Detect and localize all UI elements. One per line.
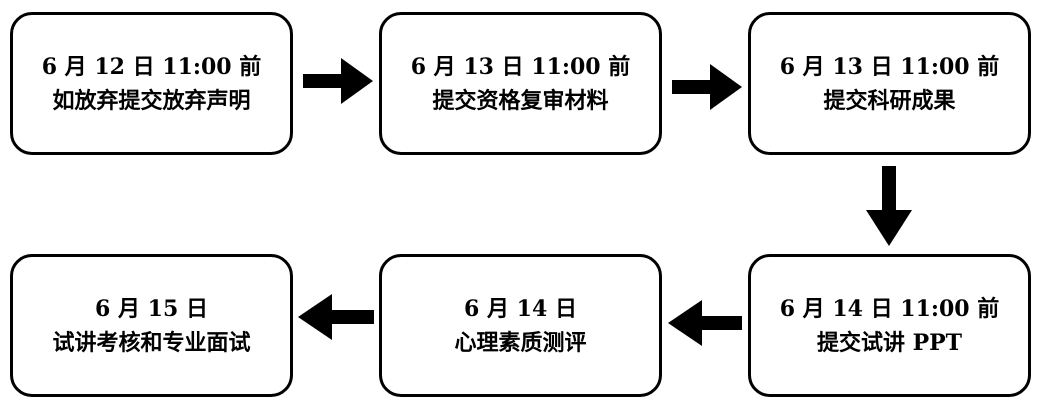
step-date: 6 月 13 日 11:00 前 — [410, 53, 631, 80]
step-date: 6 月 14 日 11:00 前 — [779, 295, 1000, 322]
step-date: 6 月 14 日 — [464, 295, 577, 322]
step-task: 提交科研成果 — [823, 87, 956, 114]
step-date: 6 月 12 日 11:00 前 — [41, 53, 262, 80]
step-box-qualification-review: 6 月 13 日 11:00 前 提交资格复审材料 — [379, 12, 662, 155]
arrow-right-icon — [672, 64, 742, 110]
step-task: 提交资格复审材料 — [432, 87, 609, 114]
step-task: 试讲考核和专业面试 — [52, 329, 251, 356]
arrow-right-icon — [303, 58, 373, 104]
step-task: 如放弃提交放弃声明 — [52, 87, 251, 114]
arrow-left-icon — [298, 294, 374, 340]
step-date: 6 月 15 日 — [95, 295, 208, 322]
step-box-withdrawal-statement: 6 月 12 日 11:00 前 如放弃提交放弃声明 — [10, 12, 293, 155]
step-date: 6 月 13 日 11:00 前 — [779, 53, 1000, 80]
step-box-psychological-assessment: 6 月 14 日 心理素质测评 — [379, 254, 662, 397]
step-box-trial-lecture-ppt: 6 月 14 日 11:00 前 提交试讲 PPT — [748, 254, 1031, 397]
step-task: 提交试讲 PPT — [816, 329, 963, 356]
step-box-research-results: 6 月 13 日 11:00 前 提交科研成果 — [748, 12, 1031, 155]
arrow-left-icon — [668, 300, 742, 346]
step-task: 心理素质测评 — [454, 329, 587, 356]
step-box-lecture-and-interview: 6 月 15 日 试讲考核和专业面试 — [10, 254, 293, 397]
arrow-down-icon — [866, 166, 912, 246]
